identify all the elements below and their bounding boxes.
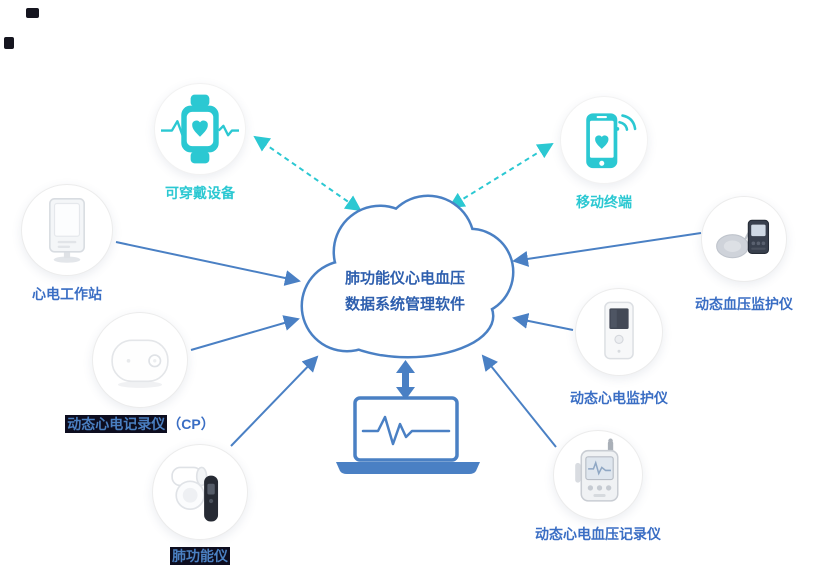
arrow-recorder-to-cloud [190, 315, 300, 351]
spirometer-label: 肺功能仪 [120, 546, 280, 566]
spirometer-device-icon [152, 444, 248, 540]
mobile-label: 移动终端 [576, 194, 632, 210]
node-spirometer: 肺功能仪 [120, 444, 280, 566]
wearable-label: 可穿戴设备 [165, 185, 235, 201]
ecg-workstation-device-icon [21, 184, 113, 276]
node-ecg-workstation: 心电工作站 [0, 184, 147, 304]
cloud-title-line2: 数据系统管理软件 [344, 296, 465, 313]
artifact-mark [4, 37, 14, 49]
cloud-title-line1: 肺功能仪心电血压 [344, 270, 465, 287]
arrow-holtermonitor-to-cloud [512, 312, 574, 331]
blood-pressure-monitor-device-icon [701, 196, 787, 282]
arrow-wearable-cloud [253, 135, 362, 212]
cloud-shape [300, 194, 515, 359]
holter-recorder-label: 动态心电记录仪（CP） [60, 414, 220, 434]
arrow-mobile-cloud [448, 142, 554, 209]
holter-recorder-label-suffix: （CP） [167, 416, 215, 432]
holter-recorder-device-icon [92, 312, 188, 408]
artifact-mark [26, 8, 39, 18]
node-abp-monitor: 动态血压监护仪 [664, 196, 816, 314]
node-mobile: 移动终端 [524, 96, 684, 212]
holter-recorder-label-highlight: 动态心电记录仪 [65, 415, 168, 433]
smartphone-heart-signal-icon [560, 96, 648, 184]
node-holter-recorder: 动态心电记录仪（CP） [60, 312, 220, 434]
arrow-abp-to-cloud [512, 232, 702, 267]
ecg-workstation-label: 心电工作站 [32, 286, 102, 302]
arrow-ecgbp-to-cloud [481, 354, 557, 448]
ecg-bp-recorder-device-icon [553, 430, 643, 520]
ecg-bp-recorder-label: 动态心电血压记录仪 [535, 526, 661, 542]
cloud-title: 肺功能仪心电血压 数据系统管理软件 [325, 266, 485, 318]
arrow-spirometer-to-cloud [230, 355, 319, 447]
cloud-laptop-sync-arrow [396, 360, 415, 400]
abp-monitor-label: 动态血压监护仪 [695, 296, 793, 312]
holter-monitor-label: 动态心电监护仪 [570, 390, 668, 406]
node-ecg-bp-recorder: 动态心电血压记录仪 [518, 430, 678, 544]
node-holter-monitor: 动态心电监护仪 [539, 288, 699, 408]
laptop-ecg-icon [336, 396, 480, 474]
smartwatch-heartbeat-icon [154, 83, 246, 175]
node-wearable: 可穿戴设备 [120, 83, 280, 203]
arrow-workstation-to-cloud [115, 241, 301, 286]
spirometer-label-highlight: 肺功能仪 [170, 547, 230, 565]
holter-monitor-device-icon [575, 288, 663, 376]
